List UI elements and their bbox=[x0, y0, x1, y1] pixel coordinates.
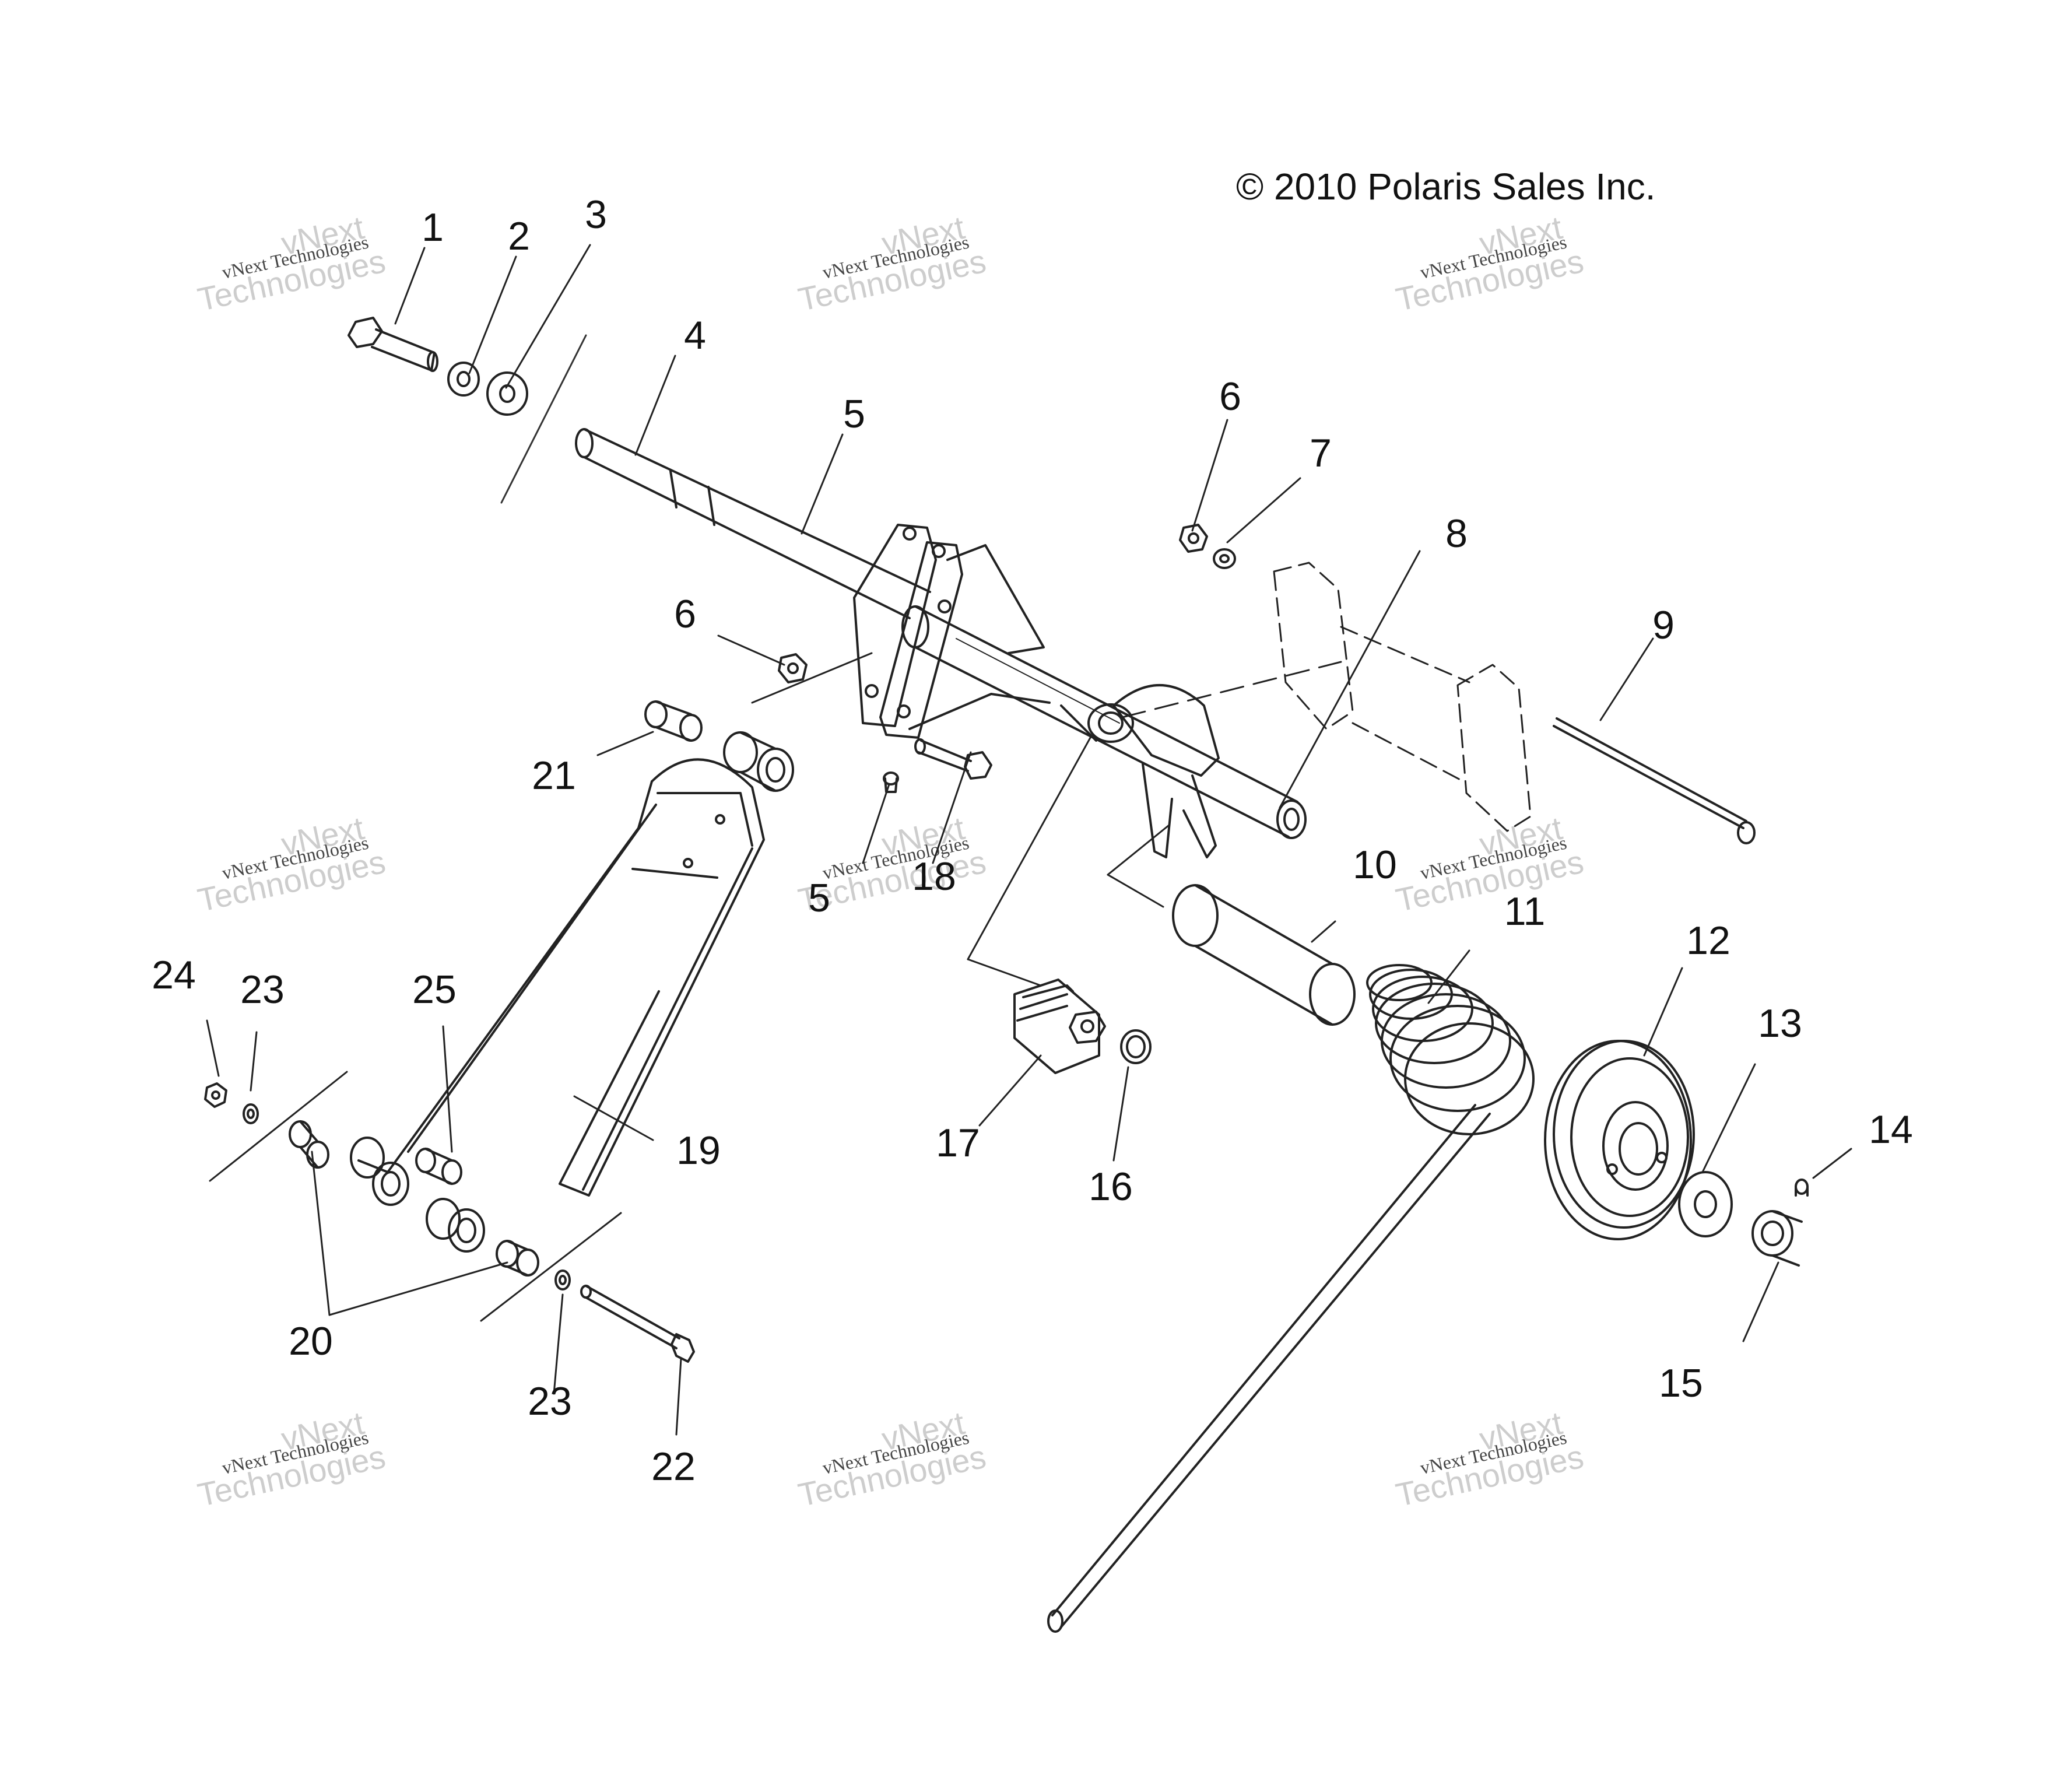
callout-19: 19 bbox=[676, 1128, 721, 1173]
sleeve-part-10 bbox=[1172, 884, 1356, 1026]
callout-25: 25 bbox=[412, 967, 457, 1012]
callout-5: 5 bbox=[843, 392, 865, 436]
idler-wheel-part-12 bbox=[1544, 1040, 1695, 1240]
callout-2: 2 bbox=[508, 214, 530, 258]
grease-fitting-part-5 bbox=[883, 771, 899, 793]
callout-9: 9 bbox=[1652, 603, 1675, 647]
bushing-large-top bbox=[723, 731, 794, 792]
callout-17: 17 bbox=[936, 1121, 980, 1165]
callout-4: 4 bbox=[684, 313, 706, 357]
pivot-clamp bbox=[1060, 684, 1220, 858]
washer-part-2 bbox=[447, 362, 480, 397]
snap-ring-part-16 bbox=[1120, 1029, 1152, 1064]
washer-part-3 bbox=[486, 371, 528, 416]
set-screw-part-14 bbox=[1795, 1179, 1809, 1197]
callout-23: 23 bbox=[528, 1379, 572, 1423]
rear-arm-part-19 bbox=[357, 758, 765, 1197]
leader-lines bbox=[206, 244, 1852, 1436]
callout-23: 23 bbox=[240, 967, 285, 1012]
bushing-part-25 bbox=[415, 1148, 462, 1185]
callout-14: 14 bbox=[1869, 1107, 1913, 1152]
nut-part-24 bbox=[204, 1082, 227, 1108]
washer-part-23-left bbox=[243, 1103, 259, 1124]
bushing-part-21 bbox=[644, 700, 703, 742]
torsion-spring-part-11 bbox=[1047, 964, 1535, 1633]
washer-part-23-right bbox=[554, 1270, 571, 1290]
bushing-large-left bbox=[350, 1137, 409, 1206]
bolt-part-18 bbox=[914, 738, 992, 780]
callout-8: 8 bbox=[1445, 511, 1468, 556]
callout-3: 3 bbox=[585, 192, 607, 237]
copyright-notice: © 2010 Polaris Sales Inc. bbox=[1236, 166, 1656, 208]
callout-18: 18 bbox=[912, 854, 956, 899]
callout-6: 6 bbox=[1219, 374, 1241, 419]
callout-1: 1 bbox=[422, 205, 444, 250]
mounting-bracket bbox=[853, 524, 1051, 739]
frame-phantom bbox=[1273, 562, 1532, 832]
bushing-part-20-right bbox=[496, 1240, 539, 1277]
callout-12: 12 bbox=[1686, 918, 1730, 963]
nut-part-6-top bbox=[1179, 524, 1208, 553]
callout-5: 5 bbox=[808, 876, 830, 920]
washer-part-7 bbox=[1213, 548, 1236, 569]
callout-20: 20 bbox=[289, 1319, 333, 1363]
callout-7: 7 bbox=[1310, 431, 1332, 475]
collar-part-15 bbox=[1751, 1210, 1803, 1267]
callout-16: 16 bbox=[1089, 1165, 1133, 1209]
callout-11: 11 bbox=[1504, 889, 1546, 934]
callout-24: 24 bbox=[152, 953, 196, 997]
bushing-large-right bbox=[426, 1198, 485, 1253]
nut-part-6-left bbox=[778, 653, 808, 683]
bolt-part-1 bbox=[347, 317, 438, 372]
callout-10: 10 bbox=[1353, 843, 1397, 887]
shaft-part-4 bbox=[575, 428, 931, 619]
long-bolt-part-9 bbox=[1553, 717, 1756, 844]
callout-15: 15 bbox=[1659, 1361, 1703, 1405]
callout-13: 13 bbox=[1758, 1001, 1802, 1046]
bolt-part-22 bbox=[580, 1285, 695, 1363]
cross-tube bbox=[901, 605, 1307, 839]
callout-21: 21 bbox=[532, 753, 576, 798]
bushing-part-20-left bbox=[289, 1120, 329, 1169]
callout-22: 22 bbox=[651, 1444, 696, 1489]
adjuster-block-part-17 bbox=[1013, 979, 1106, 1074]
spacer-washer-part-13 bbox=[1678, 1171, 1733, 1237]
callout-6: 6 bbox=[674, 592, 696, 636]
